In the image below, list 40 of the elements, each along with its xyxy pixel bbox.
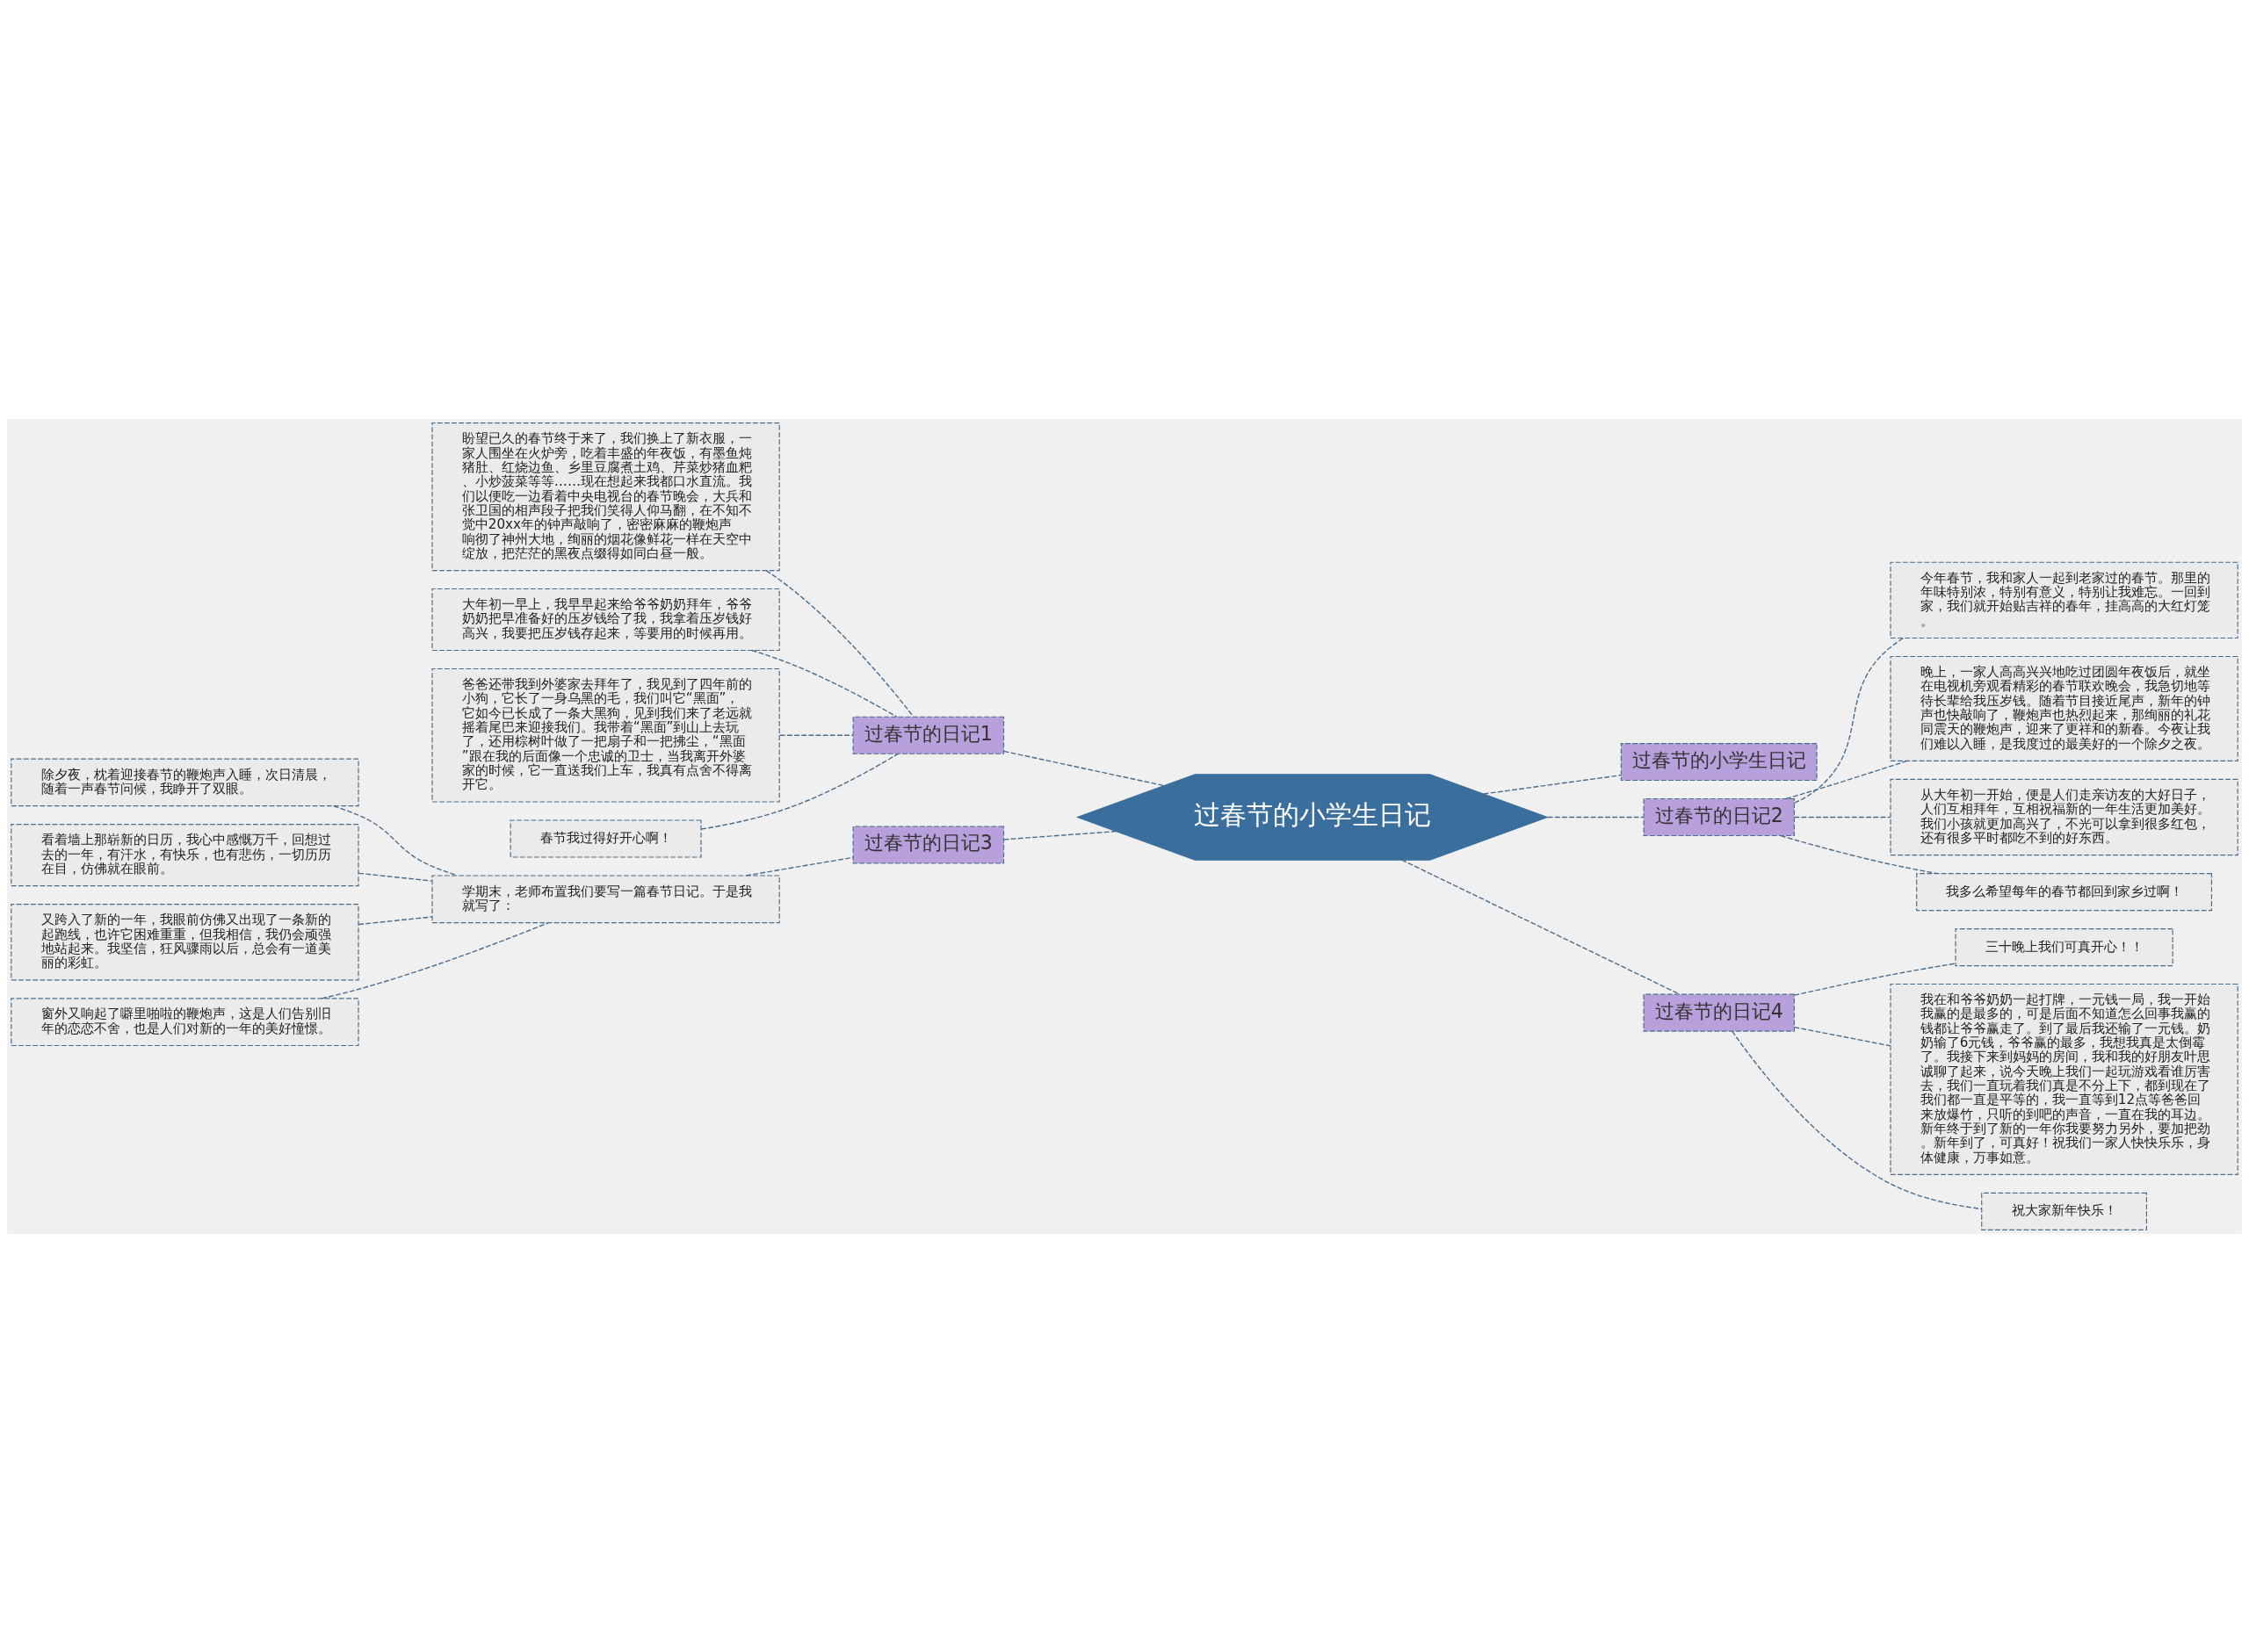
node-box: 过春节的日记4	[1643, 993, 1795, 1032]
connector	[1785, 760, 1908, 799]
connector	[1732, 1029, 1983, 1209]
node-box: 从大年初一开始，便是人们走亲访友的大好日子，人们互相拜年，互相祝福新的一年生活更加美好。我们小孩就更加高兴了，不光可以拿到很多红包，还有很多平时都吃不到的好东西。	[1890, 778, 2238, 855]
connector	[1780, 834, 1939, 874]
node-box: 窗外又响起了噼里啪啦的鞭炮声，这是人们告别旧年的恋恋不舍，也是人们对新的一年的美好憧憬。	[11, 997, 359, 1046]
connector	[700, 753, 899, 830]
node-box: 盼望已久的春节终于来了，我们换上了新衣服，一家人围坐在火炉旁，吃着丰盛的年夜饭，有墨鱼炖猪肚、红烧边鱼、乡里豆腐煮土鸡、芹菜炒猪血粑、小炒菠菜等等……现在想起来我都口水直流。我们以便吃一边看着中央电视台的春节晚会，大兵和张卫国的相声段子把我们笑得人仰马翻，在不知不觉中20xx年的钟声敲响了，密密麻麻的鞭炮声响彻了神州大地，绚丽的烟花像鲜花一样在天空中绽放，把茫茫的黑夜点缀得如同白昼一般。	[431, 422, 780, 571]
connector	[1400, 858, 1681, 995]
connector	[1793, 962, 1956, 996]
node-box: 又跨入了新的一年，我眼前仿佛又出现了一条新的起跑线，也许它困难重重，但我相信，我仍会顽强地站起来。我坚信，狂风骤雨以后，总会有一道美丽的彩虹。	[11, 903, 359, 980]
node-box: 除夕夜，枕着迎接春节的鞭炮声入睡，次日清晨，随着一声春节问候，我睁开了双眼。	[11, 757, 359, 806]
connector	[1793, 1026, 1891, 1046]
node-box: 春节我过得好开心啊！	[510, 819, 702, 858]
node-box: 过春节的日记2	[1643, 797, 1795, 836]
connector	[1793, 816, 1891, 818]
node-box: 大年初一早上，我早早起来给爷爷奶奶拜年，爷爷奶奶把早准备好的压岁钱给了我，我拿着压岁钱好高兴，我要把压岁钱存起来，等要用的时候再用。	[431, 588, 780, 651]
connector	[358, 915, 433, 925]
node-box: 祝大家新年快乐！	[1981, 1192, 2147, 1230]
node-box: 我多么希望每年的春节都回到家乡过啊！	[1916, 872, 2213, 911]
node-box: 学期末，老师布置我们要写一篇春节日记。于是我就写了：	[431, 874, 780, 923]
connector	[1793, 637, 1904, 804]
node-box: 看着墙上那崭新的日历，我心中感慨万千，回想过去的一年，有汗水，有快乐，也有悲伤，一切历历在目，仿佛就在眼前。	[11, 823, 359, 886]
node-box: 过春节的日记3	[852, 825, 1005, 864]
node-box: 过春节的日记1	[852, 716, 1005, 754]
node-box: 我在和爷爷奶奶一起打牌，一元钱一局，我一开始我赢的是最多的，可是后面不知道怎么回事我赢的钱都让爷爷赢走了。到了最后我还输了一元钱。奶奶输了6元钱，爷爷赢的最多，我想我真是太倒霉了。我接下来到妈妈的房间，我和我的好朋友叶思诚聊了起来，说今天晚上我们一起玩游戏看谁厉害去，我们一直玩着我们真是不分上下，都到现在了我们都一直是平等的，我一直等到12点等爸爸回来放爆竹，只听的到吧的声音，一直在我的耳边。新年终于到了新的一年你我要努力另外，要加把劲。新年到了，可真好！祝我们一家人快快乐乐，身体健康，万事如意。	[1890, 983, 2238, 1175]
node-box: 今年春节，我和家人一起到老家过的春节。那里的年味特别浓，特别有意义，特别让我难忘。一回到家，我们就开始贴吉祥的春年，挂高高的大红灯笼。	[1890, 561, 2238, 638]
node-box: 晚上，一家人高高兴兴地吃过团圆年夜饭后，就坐在电视机旁观看精彩的春节联欢晚会，我急切地等待长辈给我压岁钱。随着节目接近尾声，新年的钟声也快敲响了，鞭炮声也热烈起来，那绚丽的礼花同震天的鞭炮声，迎来了更祥和的新春。今夜让我们难以入睡，是我度过的最美好的一个除夕之夜。	[1890, 655, 2238, 761]
node-box: 过春节的小学生日记	[1620, 742, 1818, 781]
connector	[1003, 830, 1117, 840]
connector	[1546, 816, 1645, 818]
connector	[358, 872, 433, 882]
connector	[778, 734, 854, 736]
connector	[745, 856, 854, 876]
connector	[1483, 774, 1623, 795]
connector	[1003, 750, 1165, 786]
connector	[765, 569, 915, 717]
node-box: 爸爸还带我到外婆家去拜年了，我见到了四年前的小狗，它长了一身乌黑的毛，我们叫它“黑面”，它如今已长成了一条大黑狗，见到我们来了老远就摇着尾巴来迎接我们。我带着“黑面”到山上去玩了，还用棕树叶做了一把扇子和一把拂尘，“黑面”跟在我的后面像一个忠诚的卫士，当我离开外婆家的时候，它一直送我们上车，我真有点舍不得离开它。	[431, 667, 780, 803]
connector	[750, 649, 898, 718]
node-box: 三十晚上我们可真开心！！	[1955, 927, 2173, 966]
